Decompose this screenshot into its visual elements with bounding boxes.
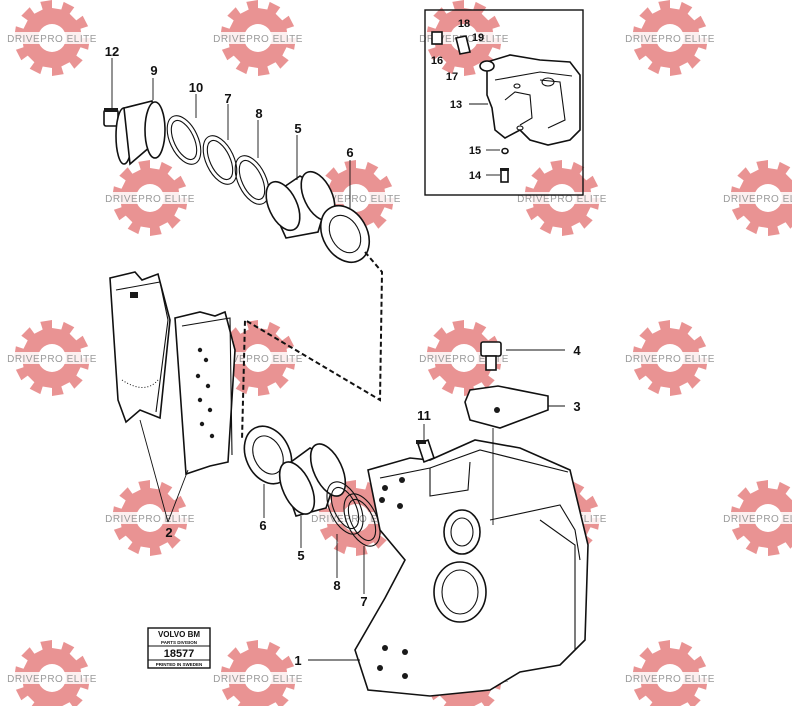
- callout-10: 10: [189, 80, 203, 95]
- callout-6-bottom: 6: [259, 518, 266, 533]
- watermark-gear-icon: DRIVEPRO ELITE: [620, 0, 720, 76]
- callout-2: 2: [165, 525, 172, 540]
- callout-5-top: 5: [294, 121, 301, 136]
- brake-pads: [109, 271, 236, 523]
- callout-7-top: 7: [224, 91, 231, 106]
- watermark-text: DRIVEPRO ELITE: [7, 354, 97, 365]
- top-piston-group: [103, 100, 384, 441]
- callout-16: 16: [431, 55, 443, 67]
- callout-18: 18: [458, 18, 470, 30]
- watermark-text: DRIVEPRO ELITE: [311, 514, 401, 525]
- identification-plate: VOLVO BM PARTS DIVISION 18577 PRINTED IN…: [147, 627, 211, 669]
- callout-1: 1: [294, 653, 301, 668]
- callout-14: 14: [469, 170, 482, 182]
- watermark-gear-icon: DRIVEPRO ELITE: [718, 480, 792, 556]
- plate-number: 18577: [164, 648, 195, 660]
- callout-5-bottom: 5: [297, 548, 304, 563]
- callout-3: 3: [573, 399, 580, 414]
- watermark-gear-icon: DRIVEPRO ELITE: [208, 640, 308, 706]
- watermark-gear-icon: DRIVEPRO ELITE: [718, 160, 792, 236]
- callout-7-bottom: 7: [360, 594, 367, 609]
- watermark-text: DRIVEPRO ELITE: [625, 354, 715, 365]
- watermark-gear-icon: DRIVEPRO ELITE: [2, 0, 102, 76]
- plate-subtitle: PARTS DIVISION: [161, 640, 197, 645]
- callout-15: 15: [469, 145, 481, 157]
- watermark-text: DRIVEPRO ELITE: [105, 194, 195, 205]
- watermark-text: DRIVEPRO ELITE: [213, 674, 303, 685]
- watermark-gear-icon: DRIVEPRO ELITE: [512, 160, 612, 236]
- plate-brand: VOLVO BM: [158, 630, 200, 639]
- watermark-text: DRIVEPRO ELITE: [625, 674, 715, 685]
- callout-19: 19: [472, 32, 484, 44]
- watermark-text: DRIVEPRO ELITE: [7, 674, 97, 685]
- callout-6-top: 6: [346, 145, 353, 160]
- callout-4: 4: [573, 343, 581, 358]
- watermark-text: DRIVEPRO ELITE: [723, 514, 792, 525]
- watermark-gear-icon: DRIVEPRO ELITE: [2, 640, 102, 706]
- watermark-text: DRIVEPRO ELITE: [7, 34, 97, 45]
- callout-9: 9: [150, 63, 157, 78]
- watermark-gear-icon: DRIVEPRO ELITE: [100, 480, 200, 556]
- callout-17: 17: [446, 71, 458, 83]
- watermark-text: DRIVEPRO ELITE: [625, 34, 715, 45]
- watermark-gear-icon: DRIVEPRO ELITE: [100, 160, 200, 236]
- callout-8-top: 8: [255, 106, 262, 121]
- callout-12: 12: [105, 44, 119, 59]
- watermark-gear-icon: DRIVEPRO ELITE: [620, 320, 720, 396]
- watermark-gear-icon: DRIVEPRO ELITE: [2, 320, 102, 396]
- watermark-gear-icon: DRIVEPRO ELITE: [414, 320, 514, 396]
- watermark-text: DRIVEPRO ELITE: [419, 354, 509, 365]
- watermark-text: DRIVEPRO ELITE: [517, 194, 607, 205]
- watermark-text: DRIVEPRO ELITE: [213, 34, 303, 45]
- leader-lines: [111, 58, 565, 661]
- callout-8-bottom: 8: [333, 578, 340, 593]
- plate-printed: PRINTED IN SWEDEN: [156, 662, 203, 667]
- watermark-text: DRIVEPRO ELITE: [213, 354, 303, 365]
- watermark-text: DRIVEPRO ELITE: [311, 194, 401, 205]
- watermark-text: DRIVEPRO ELITE: [723, 194, 792, 205]
- watermark-gear-icon: DRIVEPRO ELITE: [620, 640, 720, 706]
- watermark-text: DRIVEPRO ELITE: [105, 514, 195, 525]
- caliper-housing: [354, 439, 589, 697]
- inset-detail: [424, 9, 584, 196]
- callout-labels: 12 9 10 7 8 5 6 18 19 16 17 13 15 14 4 3…: [105, 18, 582, 668]
- callout-11: 11: [417, 408, 431, 423]
- bracket-and-bolt: [416, 341, 549, 525]
- watermark-gear-icon: DRIVEPRO ELITE: [208, 0, 308, 76]
- bottom-piston-group: [243, 425, 381, 547]
- callout-13: 13: [450, 99, 462, 111]
